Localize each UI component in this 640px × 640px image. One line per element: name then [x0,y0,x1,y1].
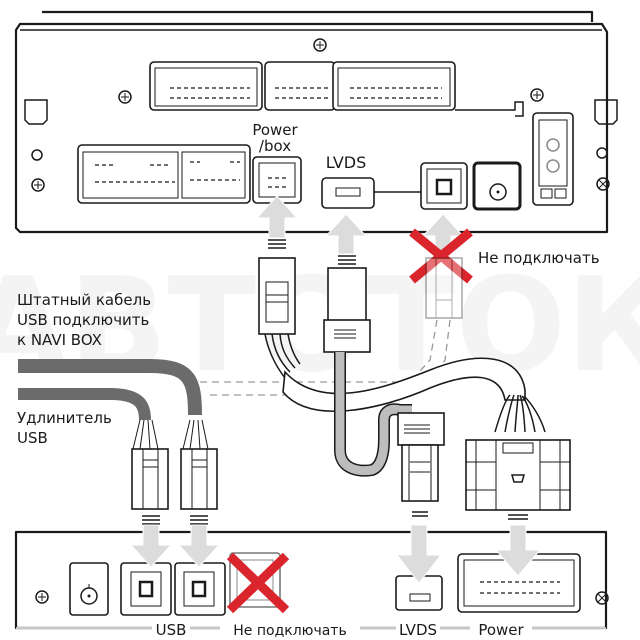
arrow-down-usb-2 [177,524,221,568]
port-usb-navi-1 [120,562,172,616]
screw-icon [35,590,49,604]
screw-icon [31,178,45,192]
ghost-usb-plug [425,257,463,319]
arrow-down-power [494,524,542,577]
clip-right [594,99,618,125]
port-antenna [472,161,522,211]
screw-icon [595,591,609,605]
port-usb-head [420,162,468,210]
do-not-connect-label-head: Не подключать [478,249,600,267]
screw-icon [530,88,544,102]
navi-label-usb: USB [156,621,187,639]
hole-right [596,147,608,159]
do-not-connect-cross-navi [226,552,290,614]
stock-usb-label-1: Штатный кабель [17,291,151,309]
navi-label-do-not-connect: Не подключать [233,623,346,639]
arrow-up-power-box [255,195,299,239]
port-label-lvds: LVDS [326,153,367,172]
navi-label-power: Power [478,621,524,639]
plug-usb-stock [180,419,218,525]
plug-usb-extension [131,419,169,525]
navi-label-lvds: LVDS [399,621,437,639]
arrow-down-lvds [395,524,443,584]
connector-main-left [77,144,251,204]
extension-usb-label-2: USB [17,429,48,447]
screw-icon [118,90,132,104]
connector-top-right [332,61,524,117]
plug-power-box [258,239,296,335]
port-dual-coax [532,112,574,206]
arrow-up-lvds [324,213,368,255]
do-not-connect-cross-head [409,228,473,284]
stock-usb-cable [18,359,202,416]
port-antenna-navi [69,562,109,616]
watermark: АВТОТОК [0,249,640,401]
hole-left [31,149,43,161]
arrow-down-usb-1 [129,524,173,568]
extension-usb-cable [18,388,151,421]
head-unit: Power /box LVDS [14,10,618,234]
stock-usb-label-3: к NAVI BOX [17,331,102,349]
screw-icon [596,177,610,191]
port-label-power-box-2: /box [259,137,291,155]
connector-top-left [149,61,263,111]
extension-usb-label-1: Удлинитель [17,409,112,427]
clip-left [24,99,48,125]
plug-lvds-lower [397,412,445,517]
plug-lvds-head [323,255,371,353]
port-label-power-box-1: Power [252,121,298,139]
plug-power-lower [465,439,571,520]
stock-usb-label-2: USB подключить [17,311,149,329]
port-usb-navi-2 [174,562,226,616]
lvds-cable [335,352,412,476]
connector-top-middle [264,61,336,111]
port-lvds [321,177,375,209]
screw-icon [313,38,327,52]
